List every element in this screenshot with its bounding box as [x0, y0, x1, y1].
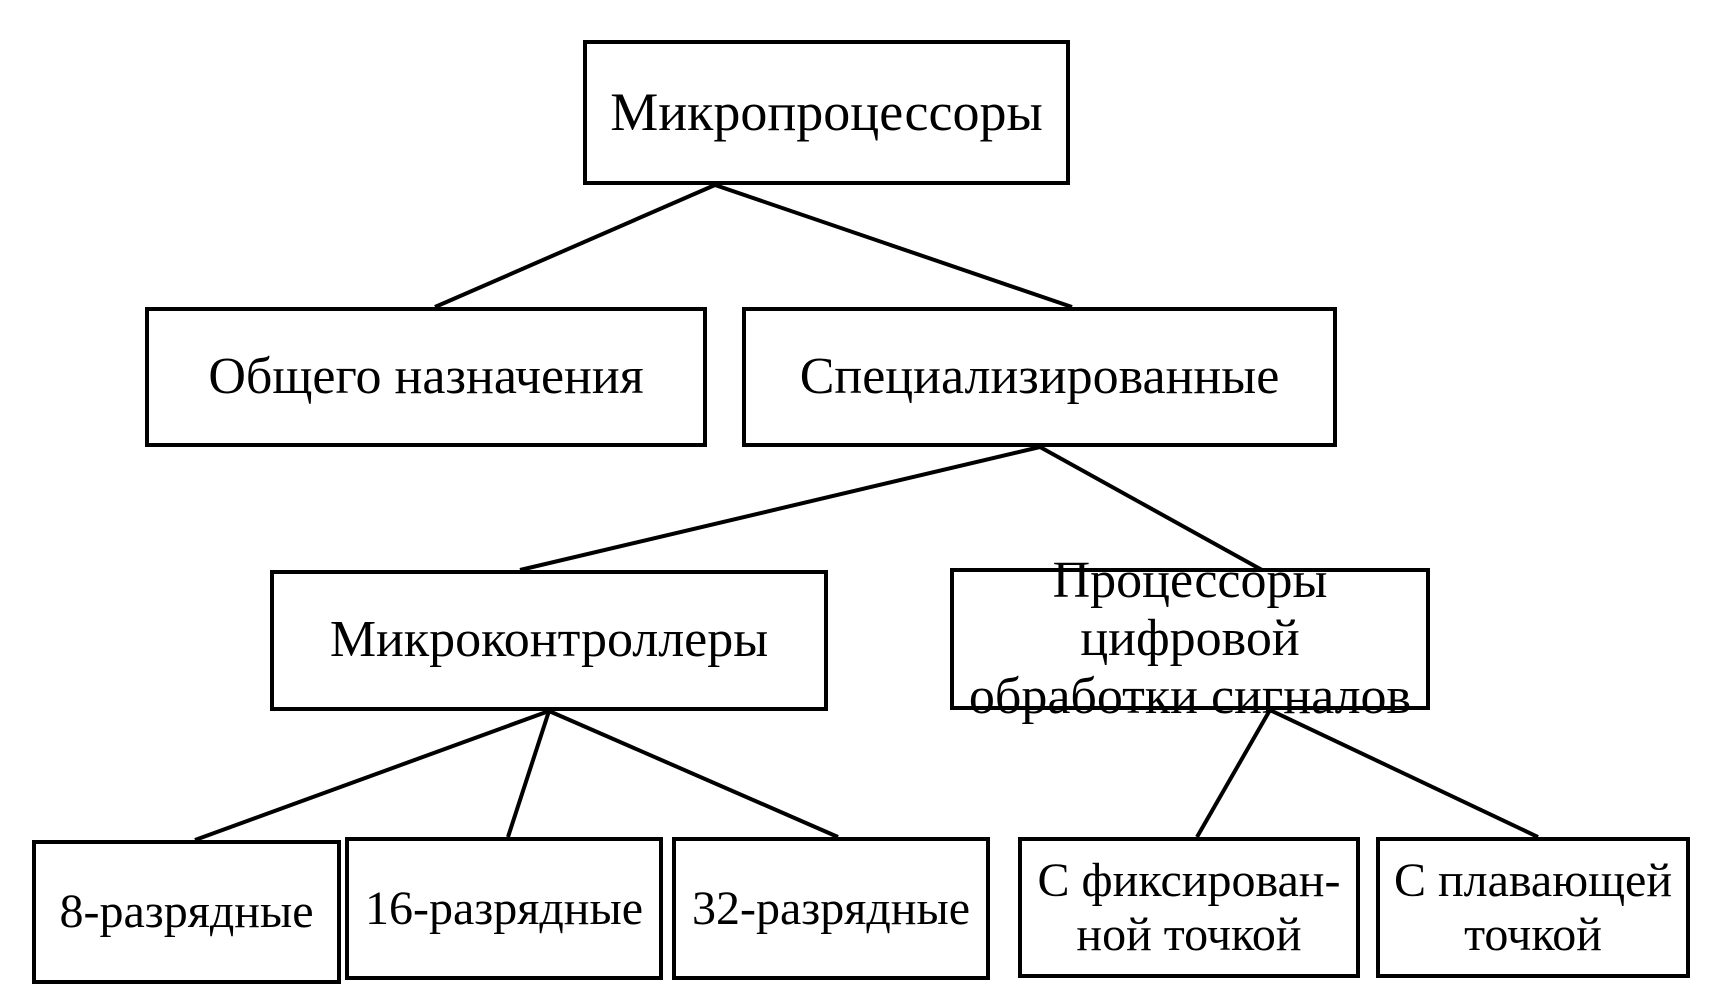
node-label-specialized: Специализированные: [799, 347, 1280, 405]
edge-spec-dsp: [1039, 445, 1263, 572]
node-label-mcu-8bit: 8-разрядные: [59, 885, 314, 939]
edge-mp-spec: [714, 183, 1073, 309]
edge-spec-mcu: [519, 445, 1041, 572]
node-dsp[interactable]: Процессоры цифровой обработки сигналов: [950, 552, 1430, 725]
node-specialized[interactable]: Специализированные: [742, 307, 1337, 447]
node-label-dsp: Процессоры цифровой обработки сигналов: [968, 551, 1412, 726]
edge-mcu-8: [194, 709, 550, 842]
edge-dsp-fixed: [1195, 709, 1272, 838]
edge-mcu-16: [506, 710, 551, 838]
node-microprocessors[interactable]: Микропроцессоры: [583, 40, 1070, 185]
edge-mp-gp: [434, 183, 716, 309]
node-mcu-16bit[interactable]: 16-разрядные: [345, 837, 663, 980]
node-label-dsp-fixed-point: С фиксирован- ной точкой: [1037, 853, 1341, 961]
node-label-mcu-32bit: 32-разрядные: [692, 881, 970, 935]
node-label-microcontrollers: Микроконтроллеры: [329, 611, 769, 669]
node-label-dsp-floating-point: С плавающей точкой: [1393, 853, 1673, 961]
node-mcu-8bit[interactable]: 8-разрядные: [32, 840, 341, 984]
edge-mcu-32: [548, 709, 839, 839]
edge-dsp-floating: [1269, 708, 1539, 839]
node-general-purpose[interactable]: Общего назначения: [145, 307, 707, 447]
node-label-microprocessors: Микропроцессоры: [610, 82, 1043, 143]
node-mcu-32bit[interactable]: 32-разрядные: [672, 837, 990, 980]
node-microcontrollers[interactable]: Микроконтроллеры: [270, 570, 828, 711]
node-label-mcu-16bit: 16-разрядные: [365, 881, 643, 935]
node-dsp-floating-point[interactable]: С плавающей точкой: [1376, 837, 1690, 978]
node-dsp-fixed-point[interactable]: С фиксирован- ной точкой: [1018, 837, 1360, 978]
node-label-general-purpose: Общего назначения: [208, 347, 644, 405]
